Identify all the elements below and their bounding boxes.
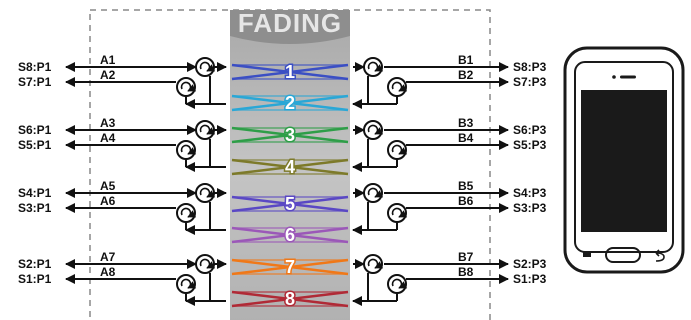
fading-channel-2: 2 [231,92,349,115]
circulator-icon [195,183,216,203]
circulator-icon [387,77,408,97]
fading-channel-6: 6 [231,224,349,247]
right-port-label: S2:P3 [513,257,547,271]
fading-column [230,10,350,320]
channel-number: 4 [285,157,295,177]
right-signal-label: B7 [458,250,474,264]
circulator-icon [176,140,197,160]
channel-number: 6 [285,225,295,245]
right-signal-label: B1 [458,53,474,67]
phone-menu-icon [583,252,591,257]
left-port-label: S4:P1 [18,186,52,200]
channel-path [231,258,349,276]
fading-channel-3: 3 [231,124,349,147]
fading-channel-7: 7 [231,256,349,279]
circulator-icon [195,254,216,274]
left-port-label: S1:P1 [18,272,52,286]
left-port-label: S7:P1 [18,75,52,89]
channel-number: 2 [285,93,295,113]
right-signal-label: B5 [458,179,474,193]
right-signal-label: B8 [458,265,474,279]
left-signal-label: A3 [100,116,116,130]
left-signal-label: A2 [100,68,116,82]
phone-camera-icon [612,75,616,79]
left-signal-label: A8 [100,265,116,279]
channel-number: 5 [285,194,295,214]
fading-channels: 1 2 3 4 5 6 7 8 [231,61,349,311]
right-signal-label: B4 [458,131,474,145]
right-signal-label: B3 [458,116,474,130]
left-port-label: S2:P1 [18,257,52,271]
circulator-icon [387,203,408,223]
right-port-label: S8:P3 [513,60,547,74]
circulator-icon [363,57,384,77]
right-port-label: S1:P3 [513,272,547,286]
channel-path [231,226,349,244]
left-signal-label: A1 [100,53,116,67]
channel-path [231,126,349,144]
phone-speaker-icon [620,75,636,79]
left-port-label: S6:P1 [18,123,52,137]
right-port-label: S5:P3 [513,138,547,152]
circulator-icon [195,57,216,77]
left-signal-label: A5 [100,179,116,193]
right-port-label: S7:P3 [513,75,547,89]
fading-channel-5: 5 [231,193,349,216]
fading-channel-1: 1 [231,61,349,84]
fading-label: FADING [238,8,342,38]
right-port-label: S4:P3 [513,186,547,200]
circulator-icon [363,183,384,203]
circulator-icon [387,274,408,294]
circulator-icon [176,274,197,294]
phone-screen [581,90,667,232]
channel-path [231,63,349,81]
left-signal-label: A7 [100,250,116,264]
right-signal-label: B2 [458,68,474,82]
channel-path [231,290,349,308]
left-port-label: S8:P1 [18,60,52,74]
right-signal-label: B6 [458,194,474,208]
fading-channel-4: 4 [231,156,349,179]
channel-number: 7 [285,257,295,277]
fading-header-shape [230,10,350,44]
channel-path [231,94,349,112]
channel-number: 1 [285,62,295,82]
right-port-label: S3:P3 [513,201,547,215]
channel-path [231,158,349,176]
phone-home-button [605,247,641,263]
right-port-label: S6:P3 [513,123,547,137]
circulator-icon [387,140,408,160]
left-signal-label: A6 [100,194,116,208]
channel-path [231,195,349,213]
channel-number: 8 [285,289,295,309]
smartphone-icon [563,46,685,274]
circulator-icon [363,254,384,274]
circulator-icon [363,120,384,140]
left-port-label: S5:P1 [18,138,52,152]
circulator-icon [176,203,197,223]
left-port-label: S3:P1 [18,201,52,215]
fading-channel-8: 8 [231,288,349,311]
channel-number: 3 [285,125,295,145]
phone-back-icon [655,249,665,262]
circulator-icon [176,77,197,97]
left-signal-label: A4 [100,131,116,145]
circulator-icon [195,120,216,140]
